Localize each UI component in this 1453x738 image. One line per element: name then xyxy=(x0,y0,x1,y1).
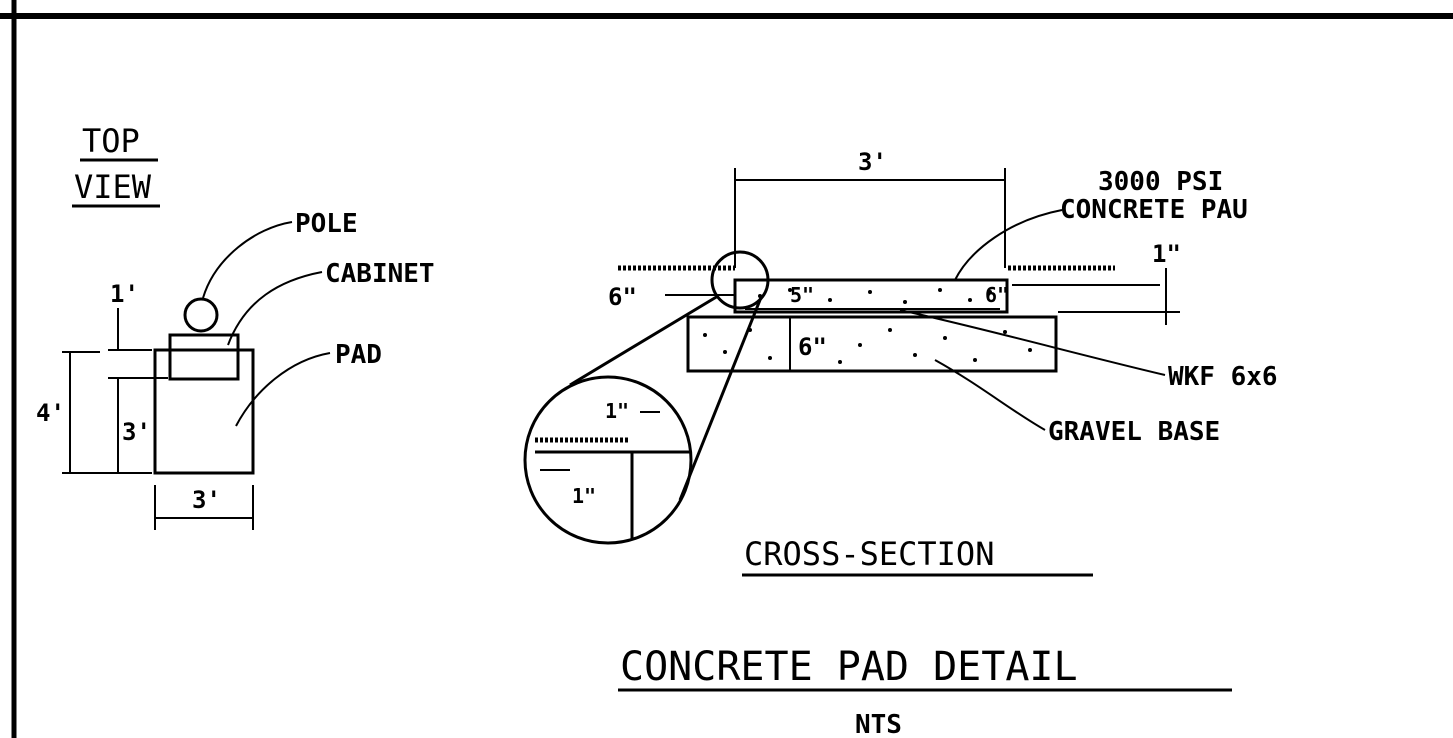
cs-dim-1in-right-label: 1" xyxy=(1152,240,1181,268)
wwf-leader xyxy=(899,309,1166,376)
cs-dim-6in-base-label: 6" xyxy=(798,333,827,361)
cs-dim-5in-label: 5" xyxy=(790,283,814,307)
cross-section: 3' 3000 PSI CONCRETE PAU 5" 6" xyxy=(523,148,1278,577)
gravel-base-section xyxy=(686,315,1058,373)
cs-dim-6in-right-label: 6" xyxy=(985,283,1009,307)
label-pad: PAD xyxy=(335,340,382,370)
cabinet-rect xyxy=(168,333,240,381)
pole-circle xyxy=(183,297,219,333)
dim-3ft-width-label: 3' xyxy=(192,486,221,514)
concrete-leader xyxy=(954,209,1063,281)
pad-leader xyxy=(235,352,331,427)
cross-section-title: CROSS-SECTION xyxy=(744,535,994,573)
label-pole: POLE xyxy=(295,209,358,239)
label-concrete-line1: 3000 PSI xyxy=(1098,167,1223,197)
dim-4ft-label: 4' xyxy=(36,399,65,427)
label-gravel: GRAVEL BASE xyxy=(1048,417,1220,447)
pole-leader xyxy=(202,221,293,299)
detail-leader-lower xyxy=(678,294,764,501)
label-wwf: WKF 6x6 xyxy=(1168,362,1278,392)
detail-leader-upper xyxy=(569,294,719,387)
gravel-leader xyxy=(934,359,1046,431)
scale-note: NTS xyxy=(855,710,902,738)
detail-enlarged-circle xyxy=(523,375,693,545)
top-view-title-line1: TOP xyxy=(82,122,140,160)
cs-dim-6in-left-label: 6" xyxy=(608,283,637,311)
top-view-title-line2: VIEW xyxy=(74,168,152,206)
label-cabinet: CABINET xyxy=(325,259,435,289)
sheet-title: CONCRETE PAD DETAIL xyxy=(620,644,1078,690)
gravel-stipple xyxy=(703,328,1032,364)
dim-3ft-height-label: 3' xyxy=(122,418,151,446)
detail-dim-1in-bottom: 1" xyxy=(572,484,596,508)
pad-rect xyxy=(153,348,255,475)
cs-dim-3ft-label: 3' xyxy=(858,148,887,176)
detail-callout-circle xyxy=(710,250,770,310)
concrete-pad-section xyxy=(733,278,1009,314)
dim-1ft-label: 1' xyxy=(110,280,139,308)
detail-dim-1in-top: 1" xyxy=(605,399,629,423)
label-concrete-line2: CONCRETE PAU xyxy=(1060,195,1248,225)
top-view: TOP VIEW POLE CABINET PAD 1' 4' 3' xyxy=(36,122,435,530)
cabinet-leader xyxy=(227,271,323,346)
